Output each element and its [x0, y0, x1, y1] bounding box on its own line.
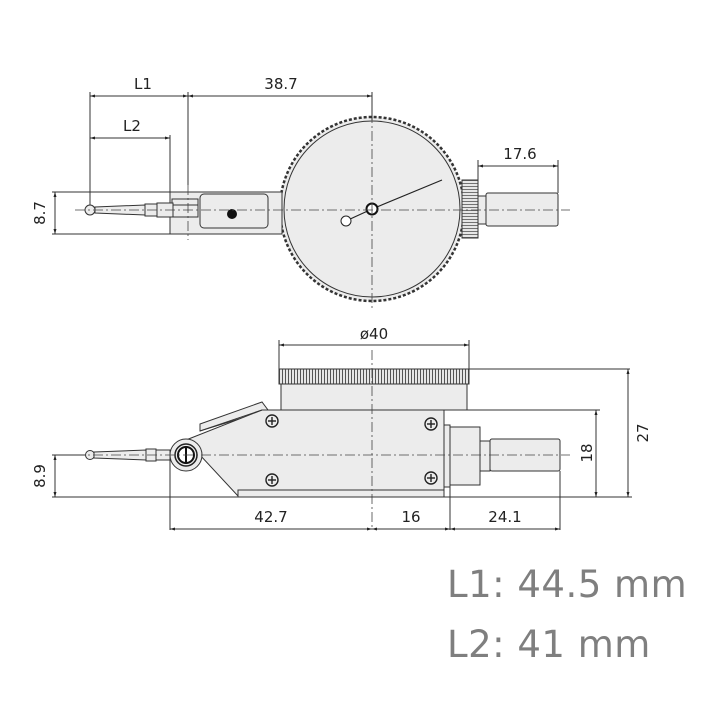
screw-icon	[227, 209, 237, 219]
dim-38-7: 38.7	[264, 75, 297, 93]
dim-8-7: 8.7	[31, 201, 49, 225]
dim-8-9: 8.9	[31, 464, 49, 488]
dim-42-7: 42.7	[254, 508, 287, 526]
dim-24-1: 24.1	[488, 508, 521, 526]
side-boss	[449, 426, 481, 486]
dim-27: 27	[634, 423, 652, 442]
dim-17-6: 17.6	[503, 145, 536, 163]
top-view: L1 38.7 L2 17.6 8.7	[31, 75, 570, 310]
caption-L1: L1: 44.5 mm	[447, 563, 688, 606]
dim-16: 16	[401, 508, 420, 526]
screw-icon	[265, 473, 279, 487]
caption-L2: L2: 41 mm	[447, 623, 651, 666]
screw-icon	[424, 417, 438, 431]
dial-needle	[371, 179, 443, 210]
dim-18: 18	[578, 443, 596, 462]
side-bezel-knurl	[278, 368, 470, 385]
top-boss	[461, 179, 479, 239]
dim-dial-diameter: ø40	[360, 325, 388, 343]
screw-icon	[424, 471, 438, 485]
dim-L2: L2	[123, 117, 141, 135]
dim-L1: L1	[134, 75, 152, 93]
top-stem	[485, 192, 559, 227]
screw-icon	[265, 414, 279, 428]
side-view: ø40 27 18 8.9 42.7 16 24.1	[31, 325, 652, 531]
side-dial-case	[280, 383, 468, 411]
